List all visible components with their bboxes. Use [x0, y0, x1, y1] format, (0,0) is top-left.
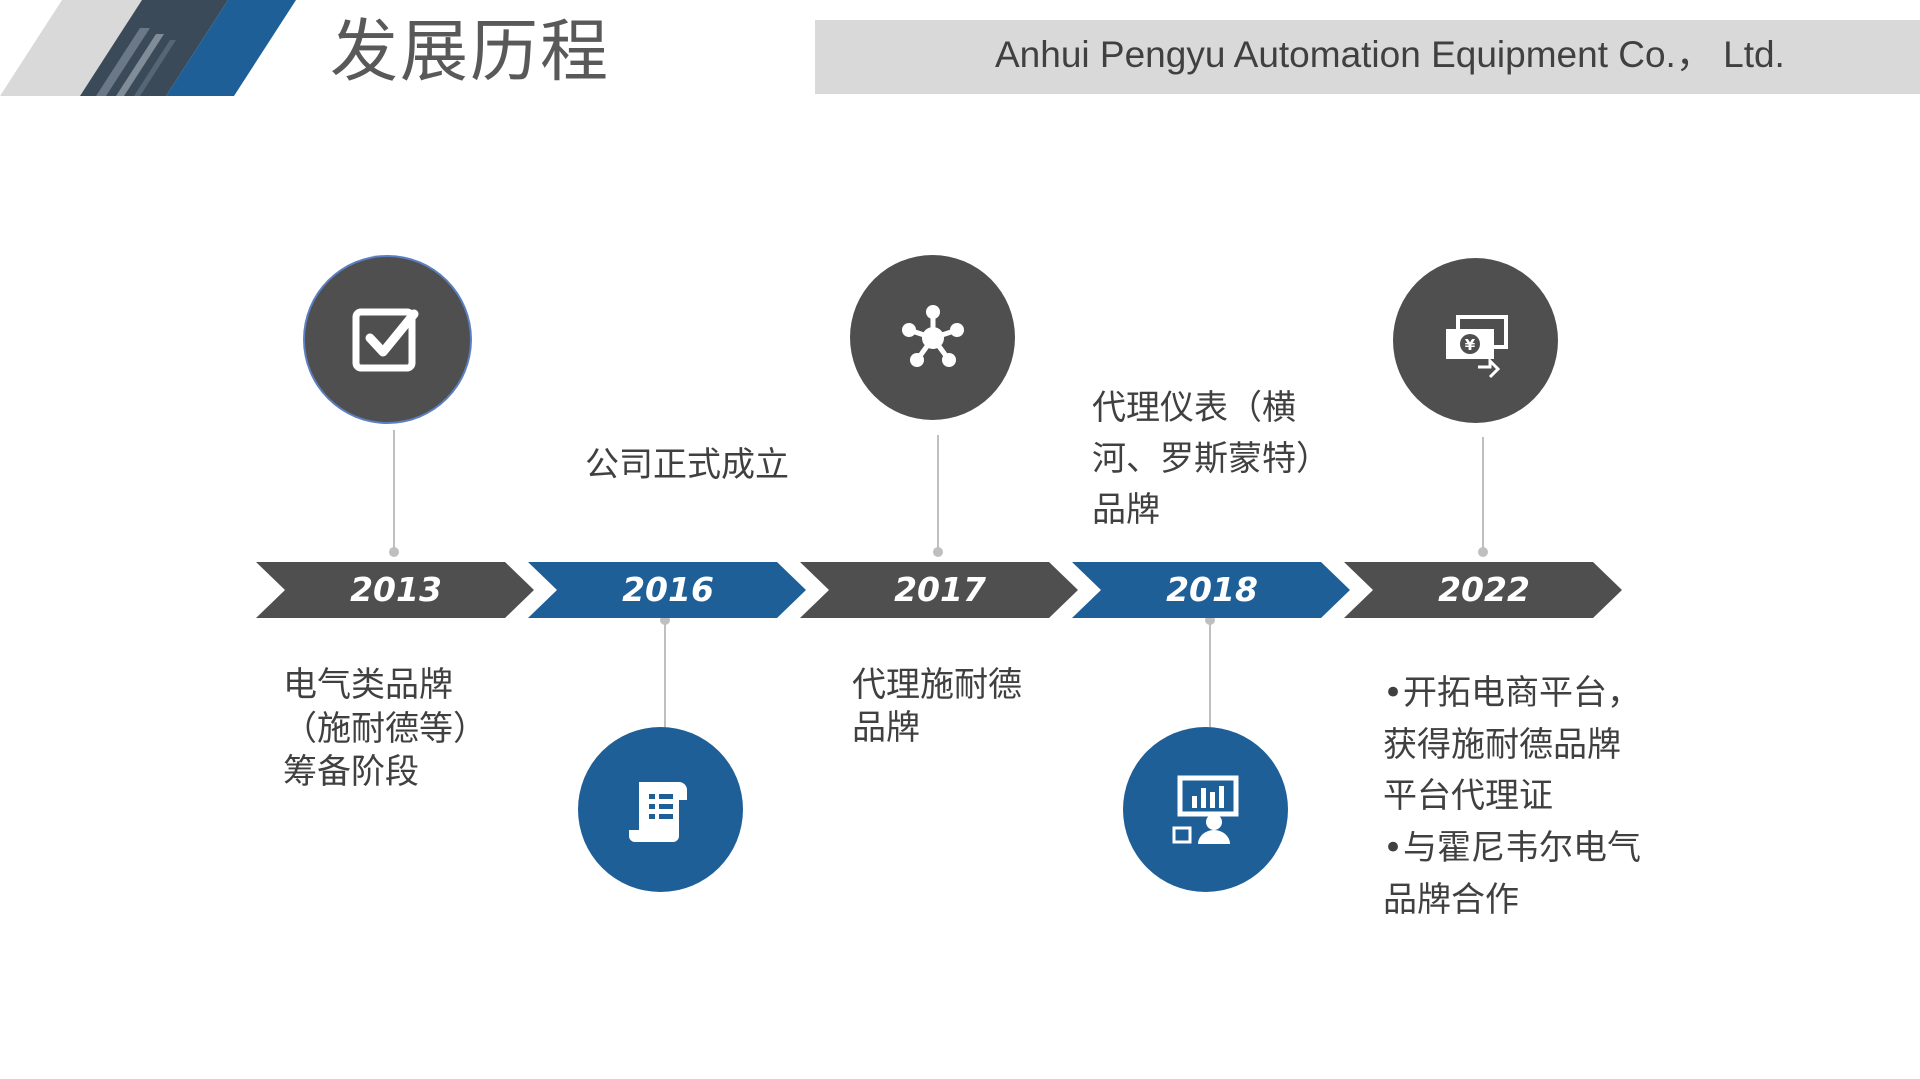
- event-line: 品牌: [852, 707, 920, 748]
- event-line: 代理仪表（横: [1092, 388, 1296, 428]
- network-nodes-icon: [901, 304, 964, 367]
- event-line: （施耐德等）: [283, 708, 487, 749]
- event-text-2017: 代理施耐德 品牌: [852, 664, 1022, 749]
- event-line: •开拓电商平台，: [1383, 673, 1642, 713]
- event-line: 代理施耐德: [852, 665, 1022, 705]
- chevron-2016: [528, 562, 806, 618]
- year-label-2022: 2022: [1438, 570, 1530, 609]
- company-name: Anhui Pengyu Automation Equipment Co.， L…: [995, 34, 1785, 75]
- connector-dot-2022: [1478, 547, 1488, 557]
- yen-exchange-icon: ¥: [1445, 314, 1508, 378]
- event-text-2016: 公司正式成立: [585, 444, 789, 487]
- connector-dot-2017: [933, 547, 943, 557]
- company-banner: [815, 20, 1920, 94]
- event-line: 电气类品牌: [283, 665, 453, 705]
- connector-dot-2013: [389, 547, 399, 557]
- event-line: 平台代理证: [1383, 776, 1553, 817]
- milestone-circle-2016: [578, 727, 743, 892]
- event-text-2018: 代理仪表（横 河、罗斯蒙特） 品牌: [1092, 383, 1330, 536]
- event-line: 品牌合作: [1383, 879, 1519, 920]
- chevron-2013: [256, 562, 534, 618]
- deco-blue-stripe: [166, 0, 296, 96]
- document-scroll-icon: [628, 781, 687, 842]
- milestone-circle-2022: ¥: [1393, 258, 1558, 423]
- milestone-circle-2017: [850, 255, 1015, 420]
- event-line: 获得施耐德品牌: [1383, 724, 1621, 765]
- checkbox-icon: [352, 308, 418, 371]
- event-line: 品牌: [1092, 490, 1160, 530]
- event-text-2013: 电气类品牌 （施耐德等） 筹备阶段: [283, 664, 487, 795]
- event-line: •与霍尼韦尔电气: [1383, 828, 1642, 869]
- year-label-2017: 2017: [894, 570, 986, 609]
- event-line: 筹备阶段: [283, 752, 419, 793]
- chevron-2022: [1344, 562, 1622, 618]
- event-text-2022: •开拓电商平台， 获得施耐德品牌 平台代理证 •与霍尼韦尔电气 品牌合作: [1383, 668, 1641, 926]
- year-label-2018: 2018: [1166, 570, 1258, 609]
- chevron-2018: [1072, 562, 1350, 618]
- page-title: 发展历程: [330, 13, 611, 92]
- chevron-2017: [800, 562, 1078, 618]
- milestone-circle-2018: [1123, 727, 1288, 892]
- svg-text:¥: ¥: [1464, 336, 1475, 354]
- event-line: 河、罗斯蒙特）: [1092, 439, 1330, 479]
- year-label-2016: 2016: [622, 570, 714, 609]
- milestone-circle-2013: [305, 257, 470, 422]
- deco-gray-stripe: [0, 0, 148, 96]
- year-label-2013: 2013: [350, 570, 442, 609]
- event-line: 公司正式成立: [585, 445, 789, 485]
- presentation-user-icon: [1172, 775, 1238, 844]
- header-decoration: [0, 0, 296, 96]
